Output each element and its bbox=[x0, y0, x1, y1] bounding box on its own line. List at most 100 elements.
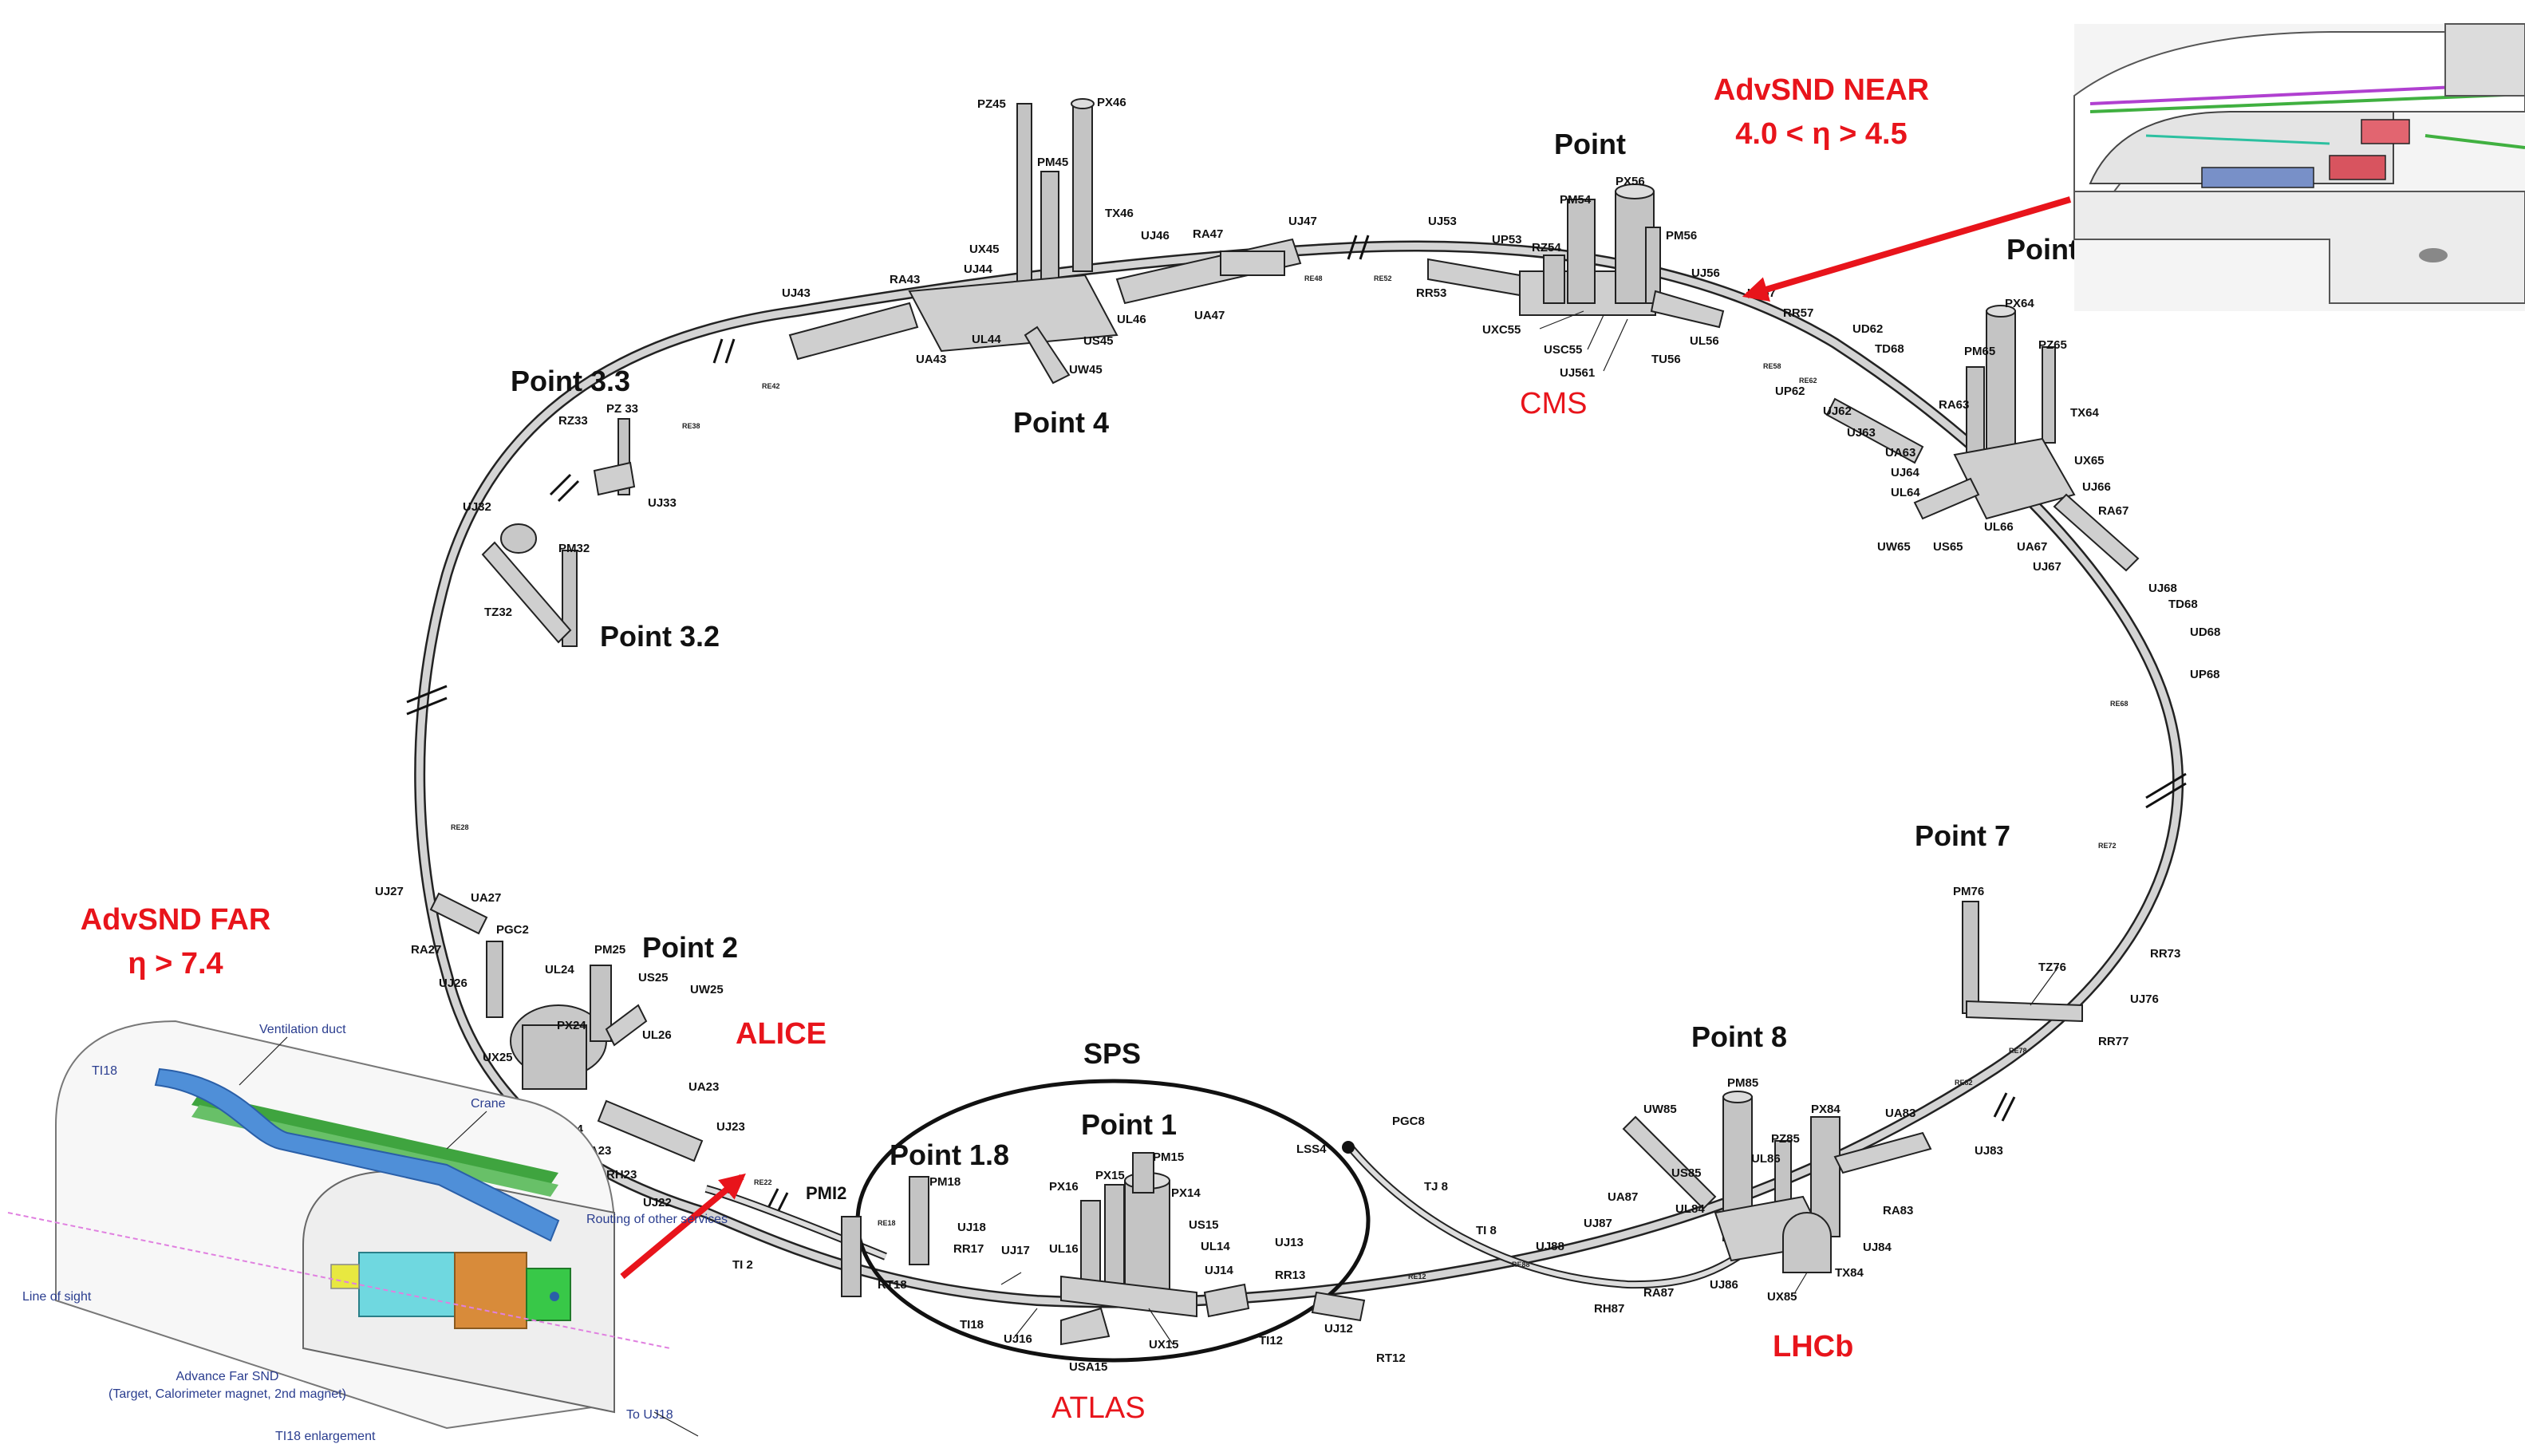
label-re38: RE38 bbox=[682, 422, 700, 430]
point2-title: Point 2 bbox=[642, 931, 738, 964]
label-us25: US25 bbox=[638, 971, 669, 984]
label-ti2: TI 2 bbox=[732, 1258, 753, 1272]
label-re48: RE48 bbox=[1304, 274, 1323, 282]
label-ra27: RA27 bbox=[411, 943, 441, 957]
label-uj22: UJ22 bbox=[643, 1196, 672, 1209]
label-re22: RE22 bbox=[754, 1178, 772, 1186]
label-lss4: LSS4 bbox=[1296, 1142, 1327, 1156]
label-pz85: PZ85 bbox=[1771, 1132, 1800, 1146]
label-re68: RE68 bbox=[2110, 700, 2128, 708]
point18-title: Point 1.8 bbox=[890, 1138, 1009, 1171]
label-ul14: UL14 bbox=[1201, 1240, 1230, 1253]
label-pz65: PZ65 bbox=[2038, 338, 2067, 352]
label-ul64: UL64 bbox=[1891, 486, 1920, 499]
label-usc55: USC55 bbox=[1544, 343, 1582, 357]
label-re12: RE12 bbox=[1408, 1273, 1426, 1280]
far-inset-line-of-sight: Line of sight bbox=[22, 1290, 92, 1304]
label-ua67: UA67 bbox=[2017, 540, 2047, 554]
label-tx84: TX84 bbox=[1835, 1266, 1864, 1280]
advsnd-far-eta: η > 7.4 bbox=[128, 947, 223, 981]
label-uj67: UJ67 bbox=[2033, 560, 2061, 574]
far-inset-ventilation: Ventilation duct bbox=[259, 1023, 346, 1036]
tunnel-labels: PZ45 PX46 PM45 TX46 UX45 UJ44 UJ46 RA47 … bbox=[375, 96, 2220, 1374]
label-ul26: UL26 bbox=[642, 1028, 672, 1042]
label-tx46: TX46 bbox=[1105, 207, 1134, 220]
label-uj13: UJ13 bbox=[1275, 1236, 1304, 1249]
point8-title: Point 8 bbox=[1691, 1020, 1787, 1053]
label-pgc8: PGC8 bbox=[1392, 1115, 1425, 1128]
label-rt18: RT18 bbox=[878, 1278, 907, 1292]
label-pm85: PM85 bbox=[1727, 1076, 1758, 1090]
label-ra47: RA47 bbox=[1193, 227, 1223, 241]
point5-structures bbox=[1427, 183, 1725, 329]
point4-title: Point 4 bbox=[1013, 406, 1109, 439]
label-uw65: UW65 bbox=[1877, 540, 1911, 554]
label-uj56: UJ56 bbox=[1691, 266, 1720, 280]
label-uj26: UJ26 bbox=[439, 977, 468, 990]
label-ul16: UL16 bbox=[1049, 1242, 1079, 1256]
lhcb-label: LHCb bbox=[1773, 1330, 1853, 1363]
label-tz76: TZ76 bbox=[2038, 961, 2066, 974]
label-tu56: TU56 bbox=[1651, 353, 1681, 366]
point1-title: Point 1 bbox=[1081, 1108, 1177, 1141]
label-uj32: UJ32 bbox=[463, 500, 491, 514]
label-ua43: UA43 bbox=[916, 353, 946, 366]
lhc-ring bbox=[406, 235, 2187, 1308]
label-uj18: UJ18 bbox=[957, 1221, 986, 1234]
cms-label: CMS bbox=[1520, 387, 1587, 420]
label-ua23: UA23 bbox=[688, 1080, 719, 1094]
label-re52: RE52 bbox=[1374, 274, 1392, 282]
point5-title: Point bbox=[1554, 128, 1626, 160]
near-arrow bbox=[1742, 196, 2072, 302]
label-up53: UP53 bbox=[1492, 233, 1522, 247]
label-px56: PX56 bbox=[1616, 175, 1645, 188]
label-uj16: UJ16 bbox=[1004, 1332, 1032, 1346]
label-px15: PX15 bbox=[1095, 1169, 1125, 1182]
label-px84: PX84 bbox=[1811, 1103, 1840, 1116]
point6-structures bbox=[1825, 305, 2140, 572]
label-ua27: UA27 bbox=[471, 891, 501, 905]
label-ul44: UL44 bbox=[972, 333, 1001, 346]
label-us85: US85 bbox=[1671, 1166, 1702, 1180]
label-pz33: PZ 33 bbox=[606, 402, 638, 416]
label-rr57: RR57 bbox=[1783, 306, 1813, 320]
label-uj62: UJ62 bbox=[1823, 404, 1852, 418]
far-inset-snd-line1: Advance Far SND bbox=[176, 1370, 279, 1383]
label-uj84: UJ84 bbox=[1863, 1241, 1892, 1254]
label-uw25: UW25 bbox=[690, 983, 724, 996]
label-ua83: UA83 bbox=[1885, 1107, 1915, 1120]
label-pm32: PM32 bbox=[558, 542, 590, 555]
label-up68: UP68 bbox=[2190, 668, 2220, 681]
label-uj66: UJ66 bbox=[2082, 480, 2111, 494]
label-up62: UP62 bbox=[1775, 385, 1805, 398]
point8-structures bbox=[1622, 1091, 1932, 1273]
label-re62: RE62 bbox=[1799, 377, 1817, 385]
label-uj43: UJ43 bbox=[782, 286, 811, 300]
label-uj68: UJ68 bbox=[2148, 582, 2177, 595]
label-uj12: UJ12 bbox=[1324, 1322, 1353, 1336]
label-uw45: UW45 bbox=[1069, 363, 1103, 377]
point1-structures bbox=[841, 1152, 1366, 1346]
label-re78: RE78 bbox=[2009, 1047, 2027, 1055]
label-ul46: UL46 bbox=[1117, 313, 1146, 326]
far-arrow bbox=[620, 1173, 746, 1280]
point7-structures bbox=[1962, 901, 2083, 1023]
label-ra87: RA87 bbox=[1643, 1286, 1674, 1300]
label-ul24: UL24 bbox=[545, 963, 574, 977]
label-rz54: RZ54 bbox=[1532, 241, 1561, 255]
label-uj33: UJ33 bbox=[648, 496, 677, 510]
label-pm54: PM54 bbox=[1560, 193, 1592, 207]
label-rr73: RR73 bbox=[2150, 947, 2180, 961]
label-us45: US45 bbox=[1083, 334, 1114, 348]
point32-structures bbox=[481, 523, 578, 647]
label-uj87: UJ87 bbox=[1584, 1217, 1612, 1230]
label-re72: RE72 bbox=[2098, 842, 2117, 850]
label-px46: PX46 bbox=[1097, 96, 1126, 109]
advsnd-near-eta: 4.0 < η > 4.5 bbox=[1735, 117, 1907, 151]
label-rr13: RR13 bbox=[1275, 1269, 1305, 1282]
label-tj8: TJ 8 bbox=[1424, 1180, 1448, 1194]
label-uj17: UJ17 bbox=[1001, 1244, 1030, 1257]
label-re42: RE42 bbox=[762, 382, 780, 390]
label-px64: PX64 bbox=[2005, 297, 2034, 310]
label-ra63: RA63 bbox=[1939, 398, 1969, 412]
